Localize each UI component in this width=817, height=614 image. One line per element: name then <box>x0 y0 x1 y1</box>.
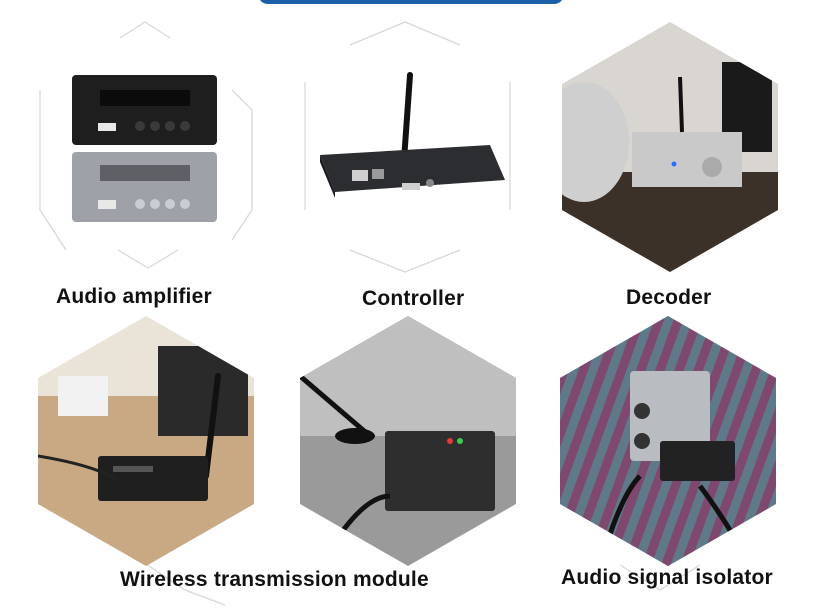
decoder-card <box>562 22 778 272</box>
audio-isolator-photo-icon <box>560 316 776 566</box>
audio-amplifier-photo-icon <box>72 75 217 222</box>
wireless-module-photo-icon <box>38 316 254 566</box>
decoder-photo-icon <box>562 22 778 272</box>
wireless-module-alt-photo-icon <box>300 316 516 566</box>
product-caption: Audio signal isolator <box>561 566 773 589</box>
header-accent-bar <box>258 0 564 4</box>
wireless-module-card <box>38 316 254 566</box>
product-caption: Audio amplifier <box>56 285 212 308</box>
audio-isolator-card <box>560 316 776 566</box>
controller-photo-icon <box>320 72 505 198</box>
controller-card <box>310 70 510 220</box>
product-caption: Wireless transmission module <box>120 568 429 591</box>
product-caption: Controller <box>362 287 465 310</box>
audio-amplifier-card <box>60 60 230 235</box>
product-caption: Decoder <box>626 286 712 309</box>
wireless-module-alt-card <box>300 316 516 566</box>
